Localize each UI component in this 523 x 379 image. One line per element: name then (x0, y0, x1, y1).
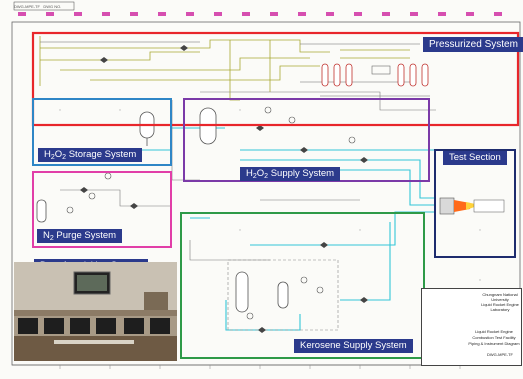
control-room-photo (14, 262, 177, 361)
title-block: Chungnam National University Liquid Rock… (421, 288, 522, 366)
h2o2-storage-boundary (32, 98, 172, 166)
h2o2-supply-label: H2O2 Supply System (240, 167, 341, 181)
n2-purge-bottle (36, 199, 47, 223)
test-section-boundary (434, 149, 516, 258)
drawing-rev: DWG NO. (43, 4, 62, 9)
kerosene-supply-boundary (180, 212, 425, 359)
drawing-title-1: Liquid Rocket Engine (475, 329, 513, 334)
pressurized-piping (39, 36, 410, 101)
drawing-title-3: Piping & Instrument Diagram (468, 341, 520, 346)
title-block-dwg-no: DWG-MPE-TF (487, 352, 513, 357)
n2-purge-label: N2 Purge System (37, 229, 123, 243)
kerosene-supply-label: Kerosene Supply System (294, 339, 413, 353)
instrument-tag-strip (18, 12, 502, 16)
h2o2-storage-label: H2O2 Storage System (38, 148, 143, 162)
kerosene-tanks (227, 259, 339, 331)
h2o2-supply-boundary (183, 98, 430, 182)
drawing-title-2: Combustion Test Facility (472, 335, 516, 340)
pressurized-system-label: Pressurized System (423, 37, 523, 52)
lab-name: Liquid Rocket Engine Laboratory (481, 302, 519, 312)
pressurized-system-boundary (31, 31, 520, 127)
drawing-number-tag: DWG-MPE-TF DWG NO. (14, 4, 61, 9)
sheet-ruler (59, 365, 461, 369)
drawing-number: DWG-MPE-TF (14, 4, 40, 9)
university-name: Chungnam National University (482, 292, 518, 302)
rocket-engine (439, 197, 505, 215)
valve-symbols (80, 45, 368, 333)
test-section-label: Test Section (443, 151, 507, 165)
gas-bottles (321, 63, 429, 87)
h2o2-storage-tank (139, 111, 155, 146)
n2-purge-boundary (32, 171, 172, 248)
